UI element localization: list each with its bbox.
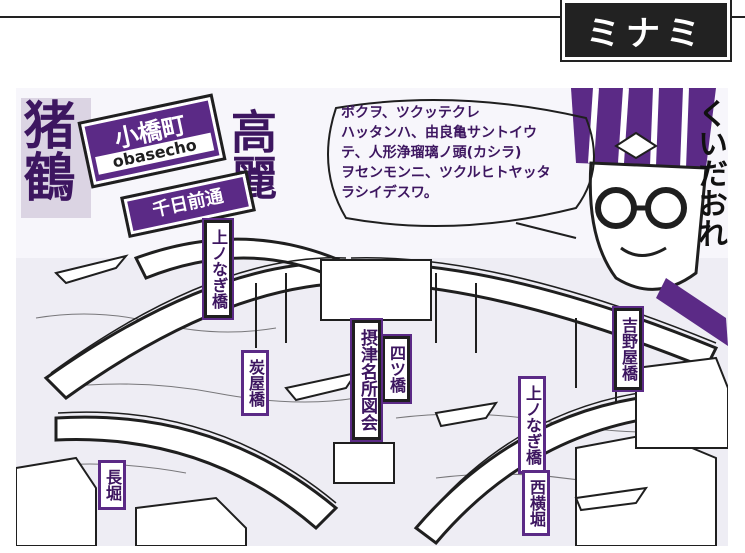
canal-label-nishi-yokobori: 西横堀 — [522, 470, 550, 536]
speech-line: ラシイデスワ。 — [341, 185, 438, 201]
speech-line: ボクヲ、ツクッテクレ — [341, 105, 480, 121]
speech-line: テ、人形浄瑠璃ノ頭(カシラ) — [341, 145, 522, 161]
top-rule — [0, 16, 745, 18]
character-caption: くいだおれ — [692, 98, 727, 248]
bridge-label-ueno-kibashi-right: 上ノなぎ橋 — [518, 376, 546, 474]
speech-bubble-text: ボクヲ、ツクッテクレ ハッタンハ、由良亀サントイウ テ、人形浄瑠璃ノ頭(カシラ)… — [341, 103, 591, 203]
speech-line: ヲセンモンニ、ツクルヒトヤッタ — [341, 165, 551, 181]
speech-line: ハッタンハ、由良亀サントイウ — [341, 125, 537, 141]
bridge-label-yoshinoya: 吉野屋橋 — [612, 306, 644, 392]
section-badge: ミナミ — [560, 0, 732, 62]
title-left: 猪鶴 — [16, 98, 75, 202]
settsu-meisho-label: 摂津名所図会 — [350, 318, 383, 442]
ink-drawing — [16, 88, 728, 546]
illustration-panel: 猪鶴 高麗 小橋町 obasecho 千日前通 ボクヲ、ツクッテクレ ハッタンハ… — [16, 88, 728, 546]
bridge-label-shiori: 炭屋橋 — [241, 350, 269, 416]
bridge-label-yotsu: 四ツ橋 — [380, 334, 412, 404]
canal-label-nagahori: 長堀 — [98, 460, 126, 510]
bridge-label-ueno-kibashi-top: 上ノなぎ橋 — [202, 218, 234, 320]
